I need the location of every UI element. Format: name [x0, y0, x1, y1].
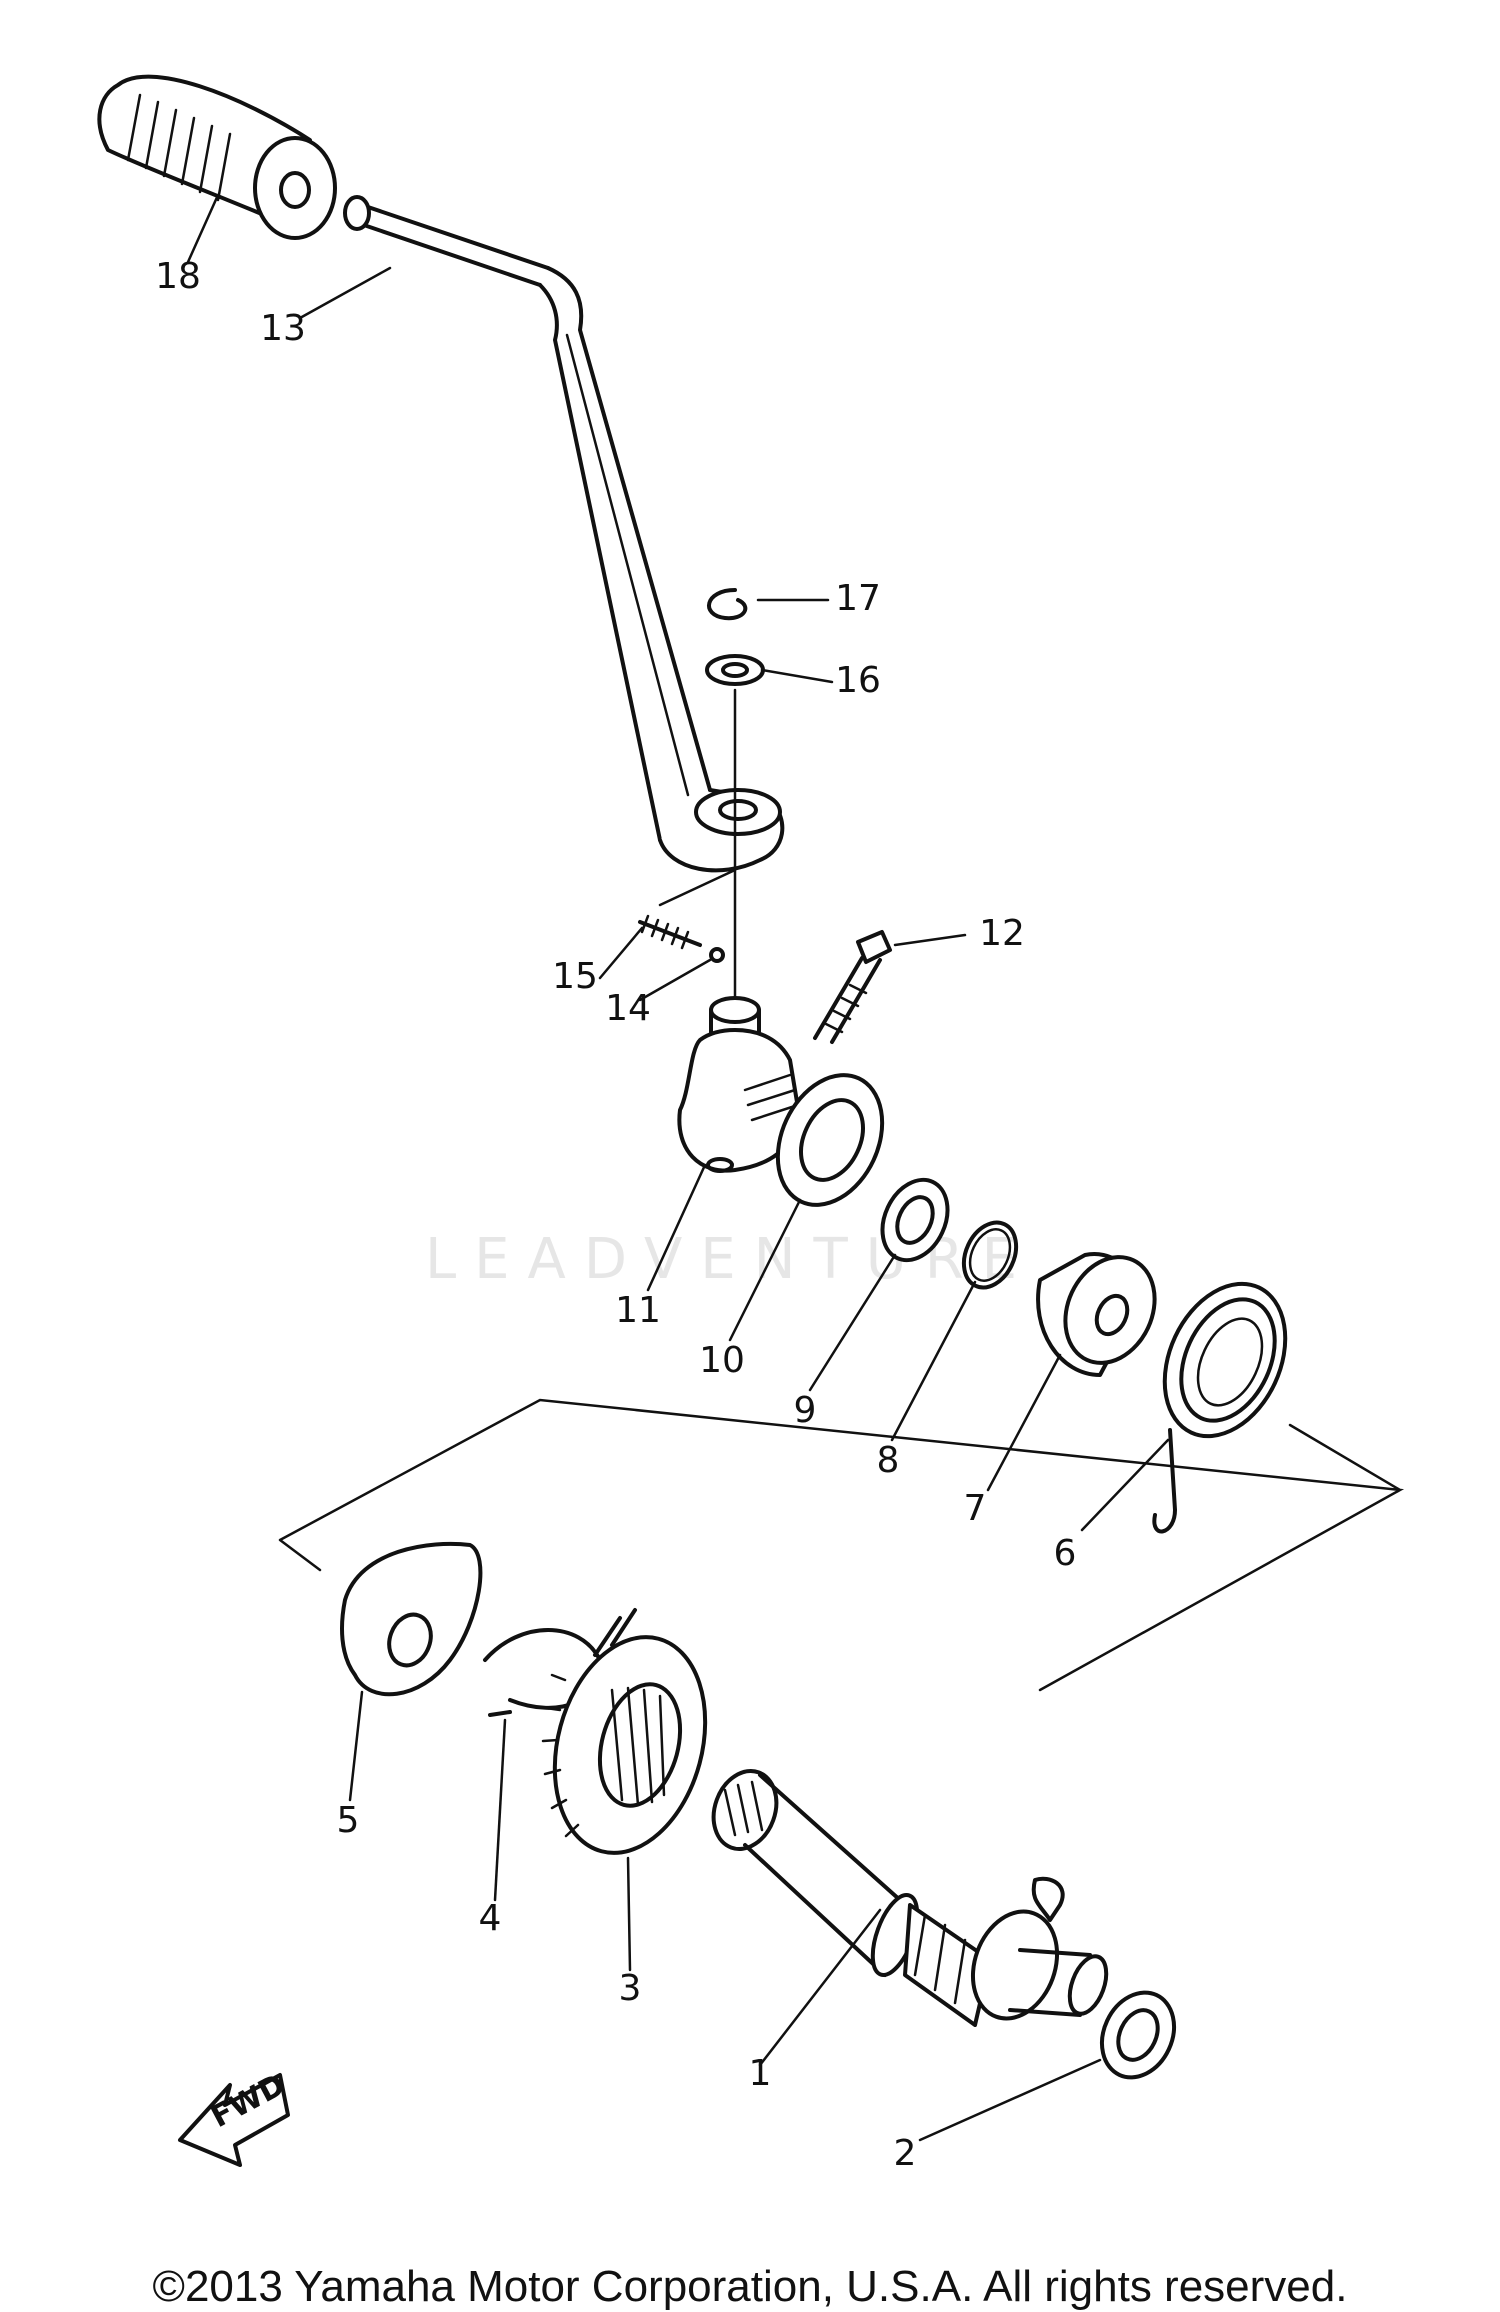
label-part-17: 17: [835, 578, 881, 619]
label-part-15: 15: [552, 956, 598, 997]
part-1-kick-axle: [711, 1769, 1109, 2027]
part-13-kick-crank: [343, 195, 785, 873]
leader-lines: [186, 193, 1170, 2142]
fwd-arrow: FWD: [178, 2067, 291, 2167]
label-part-10: 10: [699, 1340, 745, 1381]
label-part-16: 16: [835, 660, 881, 701]
label-part-5: 5: [337, 1800, 360, 1841]
part-16-washer: [705, 654, 765, 686]
part-15-spring: [638, 914, 702, 950]
copyright-notice: ©2013 Yamaha Motor Corporation, U.S.A. A…: [152, 2262, 1348, 2311]
guide-line: [658, 868, 737, 907]
part-7-spring-guide: [1036, 1252, 1157, 1377]
part-17-circlip: [707, 588, 748, 621]
part-12-bolt: [813, 930, 892, 1044]
watermark-text: LEADVENTURE: [425, 1227, 1035, 1292]
label-part-1: 1: [749, 2053, 772, 2094]
label-part-2: 2: [894, 2133, 917, 2174]
part-3-gear: [541, 1635, 708, 1855]
label-part-3: 3: [619, 1968, 642, 2009]
label-part-11: 11: [615, 1290, 661, 1331]
label-part-12: 12: [979, 913, 1025, 954]
part-labels: 1 2 3 4 5 6 7 8 9 10 11 12 13 14 15 16 1…: [155, 256, 1076, 2174]
part-10-collar: [775, 1073, 885, 1207]
label-part-13: 13: [260, 308, 306, 349]
assembly-bracket: [278, 1398, 1405, 1692]
part-4-clip: [483, 1608, 637, 1717]
part-8-circlip: [961, 1220, 1019, 1290]
part-6-torsion-spring: [1152, 1281, 1288, 1534]
label-part-14: 14: [605, 988, 651, 1029]
part-11-kick-boss: [677, 996, 802, 1173]
part-9-washer: [880, 1177, 950, 1263]
part-2-washer: [1100, 1990, 1176, 2080]
part-14-ball: [709, 947, 725, 963]
label-part-4: 4: [479, 1898, 502, 1939]
part-5-plate: [340, 1541, 483, 1697]
label-part-7: 7: [964, 1488, 987, 1529]
part-18-grip: [97, 74, 337, 240]
label-part-8: 8: [877, 1440, 900, 1481]
label-part-18: 18: [155, 256, 201, 297]
label-part-6: 6: [1054, 1533, 1077, 1574]
label-part-9: 9: [794, 1390, 817, 1431]
